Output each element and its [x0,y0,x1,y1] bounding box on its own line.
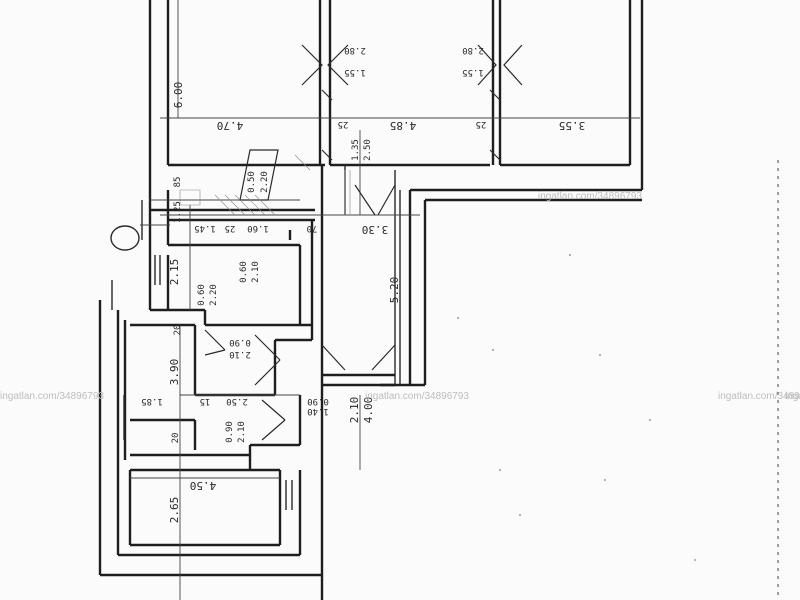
door-hall [354,184,396,216]
dim-label: 1.40 [307,406,329,416]
dim-label: 4.70 [217,119,244,132]
dim-label: 2.10 [237,421,247,443]
watermark: ingatlan.com/3 [785,391,800,402]
walls [98,0,644,600]
dim-label: 85 [173,177,183,188]
dim-label: 0.60 [197,284,207,306]
dim-label: 2.20 [260,171,270,193]
dim-label: 2.20 [209,284,219,306]
door-corridor [321,344,396,371]
dim-label: 1.35 [351,139,361,161]
dim-label: 1.25 [173,201,183,223]
dim-label: 20 [171,433,181,444]
fixtures [110,154,351,251]
dim-label: 3.30 [362,223,389,236]
dim-label: 0.90 [307,396,329,406]
dim-label: 0.60 [239,261,249,283]
dim-label: 2.10 [229,349,251,359]
dimension-labels: 6.00 4.70 25 4.85 25 3.55 1.55 2.80 1.55… [141,45,585,523]
dim-label: 20 [173,325,183,336]
dim-label: 0.50 [247,171,257,193]
dim-label: 70 [307,223,318,233]
door-left-pair [321,89,501,161]
dim-label: 0.90 [229,337,251,347]
door-kitchen [204,329,226,356]
watermark: ingatlan.com/34896793 [718,391,800,402]
door-top-left [301,44,349,86]
dim-label: 4.50 [190,479,217,492]
watermark: ingatlan.com/34896793 [365,391,469,402]
watermark: ingatlan.com/34896793 [538,191,642,202]
dim-label: 2.10 [348,397,361,424]
dim-label: 2.10 [251,261,261,283]
dim-label: 2.65 [168,497,181,524]
dim-label: 0.90 [225,421,235,443]
dim-label: 3.55 [559,119,586,132]
dim-label: 25 [338,119,349,129]
dim-label: 1.55 [344,67,366,77]
door-small [261,399,286,441]
dim-label: 25 [476,119,487,129]
dim-label: 5.20 [388,277,401,304]
dim-label: 2.80 [344,45,366,55]
dim-label: 1.85 [141,396,163,406]
dim-label: 4.85 [390,119,417,132]
dim-label: 1.45 [194,223,216,233]
watermarks: ingatlan.com/34896793 ingatlan.com/34896… [0,191,800,402]
dim-label: 2.50 [226,396,248,406]
door-bath [254,334,281,386]
annotation-circle [110,225,140,251]
dim-label: 3.90 [168,359,181,386]
dimension-lines [130,0,640,600]
doors [204,44,523,441]
dim-label: 2.15 [168,259,181,286]
watermark: ingatlan.com/34896793 [0,391,104,402]
door-wc [239,149,279,201]
dim-label: 6.00 [172,82,185,109]
dim-label: 25 [225,223,236,233]
dim-label: 2.80 [462,45,484,55]
dim-label: 1.55 [462,67,484,77]
dim-label: 1.60 [247,223,269,233]
door-top-right [477,44,523,86]
dim-label: 15 [200,396,211,406]
dim-label: 2.50 [363,139,373,161]
dim-label: 4.00 [362,397,375,424]
scan-artifacts [457,160,779,600]
